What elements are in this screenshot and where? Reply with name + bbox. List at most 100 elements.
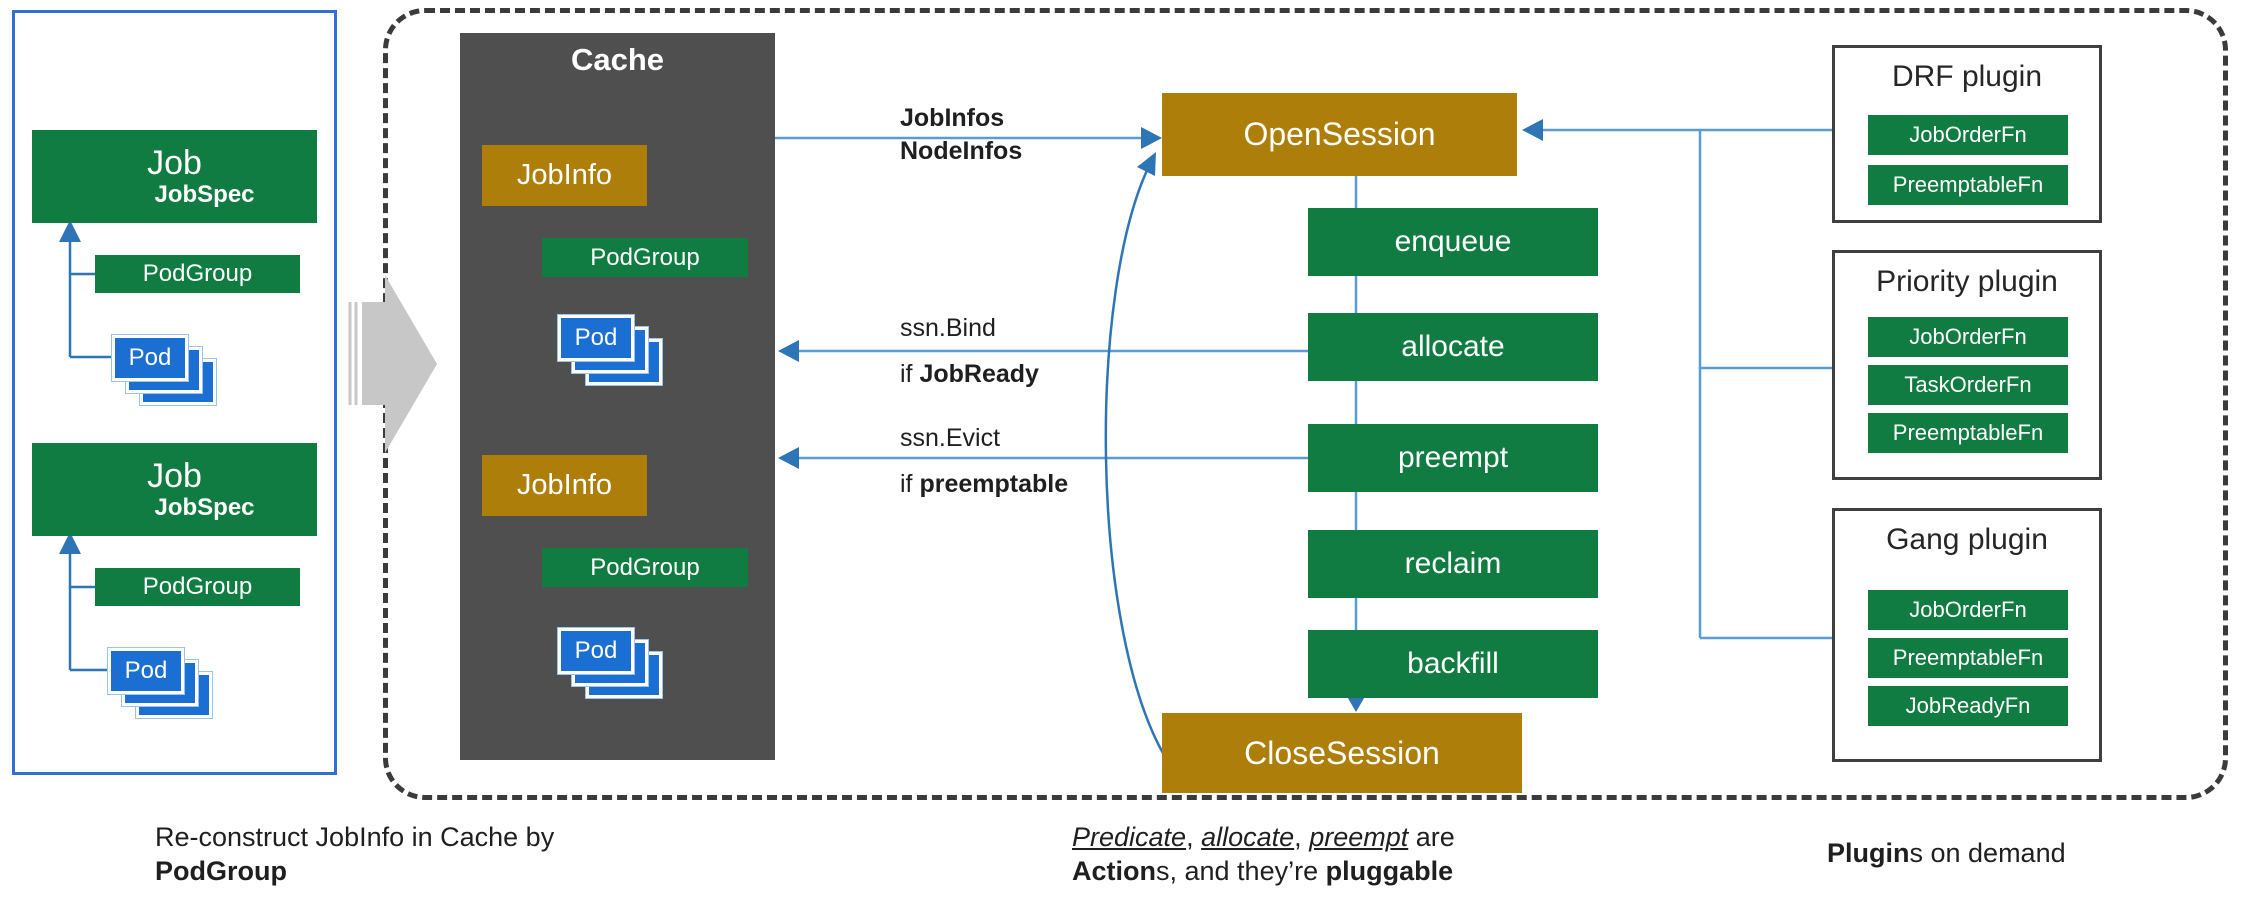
plugin-bold: Plugin	[1827, 838, 1910, 868]
plugin-title: DRF plugin	[1891, 60, 2043, 93]
job1-up-arrowhead-icon	[59, 220, 81, 242]
plugin-fn-label: TaskOrderFn	[1904, 372, 2032, 397]
plugins-arrowhead-icon	[1522, 119, 1543, 141]
separator: ,	[1294, 822, 1310, 852]
session-loop-arrowhead-icon	[1137, 152, 1156, 176]
ssn-evict-condition: if preemptable	[900, 468, 1068, 501]
plugin-fn-label: JobOrderFn	[1909, 324, 2027, 349]
action-label: backfill	[1407, 647, 1499, 680]
jobinfos-nodeinfos-label: JobInfos NodeInfos	[900, 102, 1022, 168]
podgroup-label: PodGroup	[590, 553, 700, 581]
job-title: Job	[147, 143, 202, 182]
ssn-bind-arrowhead-icon	[778, 340, 799, 362]
close-session-box: CloseSession	[1162, 713, 1522, 793]
jobspec-label: JobSpec	[154, 494, 255, 521]
plugin-fn-label: PreemptableFn	[1892, 420, 2044, 445]
on-demand-text: s on demand	[1909, 838, 2066, 868]
plugin-fn-chip: JobOrderFn	[1868, 317, 2068, 357]
jobinfos-line: JobInfos	[900, 104, 1005, 132]
jobspec-label: JobSpec	[154, 181, 255, 208]
cache-title: Cache	[570, 42, 665, 77]
jobinfo-box-2: JobInfo	[482, 455, 647, 516]
plugin-box-drf: DRF plugin JobOrderFn PreemptableFn	[1832, 45, 2102, 223]
pod-box: Pod	[107, 647, 185, 695]
plugin-fn-chip: TaskOrderFn	[1868, 365, 2068, 405]
action-box-enqueue: enqueue	[1308, 208, 1598, 276]
open-session-box: OpenSession	[1162, 93, 1517, 176]
job-title: Job	[147, 456, 202, 495]
close-session-label: CloseSession	[1244, 734, 1440, 771]
predicate-italic: Predicate	[1072, 822, 1187, 852]
if-prefix: if	[900, 470, 920, 498]
job2-tree-connector	[68, 540, 108, 672]
pod-box: Pod	[557, 314, 635, 362]
caption-center-line2: Actions, and they’re pluggable	[1072, 854, 1455, 888]
open-session-label: OpenSession	[1243, 116, 1436, 152]
cache-pod-stack-1: Pod	[557, 314, 692, 409]
caption-right: Plugins on demand	[1827, 836, 2066, 870]
pod-box: Pod	[557, 627, 635, 675]
plugin-fn-chip: PreemptableFn	[1868, 165, 2068, 205]
action-box-preempt: preempt	[1308, 424, 1598, 492]
separator: ,	[1186, 822, 1202, 852]
cache-podgroup-box-2: PodGroup	[542, 548, 748, 587]
cache-pod-stack-2: Pod	[557, 627, 692, 722]
ssn-evict-label: ssn.Evict	[900, 424, 1001, 452]
job-box-2: Job JobSpec	[32, 443, 317, 536]
plugin-title: Priority plugin	[1876, 265, 2058, 298]
plugin-fn-chip: JobReadyFn	[1868, 686, 2068, 726]
action-label: reclaim	[1404, 547, 1502, 580]
ssn-bind-label: ssn.Bind	[900, 314, 996, 342]
block-arrow-right-icon	[348, 275, 437, 453]
caption-center: Predicate, allocate, preempt are Actions…	[1072, 820, 1455, 888]
podgroup-label: PodGroup	[142, 573, 253, 600]
action-box-backfill: backfill	[1308, 630, 1598, 698]
plugin-fn-label: JobOrderFn	[1909, 597, 2027, 622]
podgroup-label: PodGroup	[142, 260, 253, 287]
plugin-fn-chip: PreemptableFn	[1868, 413, 2068, 453]
nodeinfos-line: NodeInfos	[900, 137, 1023, 165]
plugin-fn-chip: JobOrderFn	[1868, 590, 2068, 630]
if-prefix: if	[900, 360, 920, 388]
pod-stack-1: Pod	[111, 334, 246, 429]
caption-left-line2: PodGroup	[155, 856, 287, 886]
jobready-bold: JobReady	[919, 360, 1039, 388]
plugin-box-priority: Priority plugin JobOrderFn TaskOrderFn P…	[1832, 250, 2102, 480]
action-label: preempt	[1397, 441, 1509, 474]
pod-label: Pod	[124, 657, 168, 684]
pod-box: Pod	[111, 334, 189, 382]
plugin-fn-chip: JobOrderFn	[1868, 115, 2068, 155]
jobinfo-label: JobInfo	[516, 469, 613, 501]
plugin-fn-label: PreemptableFn	[1892, 645, 2044, 670]
action-box-allocate: allocate	[1308, 313, 1598, 381]
pluggable-bold: pluggable	[1325, 856, 1454, 886]
job-box-1: Job JobSpec	[32, 130, 317, 223]
pod-label: Pod	[574, 324, 618, 351]
action-bold: Action	[1072, 856, 1156, 886]
pod-stack-2: Pod	[107, 647, 242, 742]
plugin-title: Gang plugin	[1886, 523, 2048, 556]
podgroup-box-1: PodGroup	[95, 255, 300, 293]
caption-center-line1: Predicate, allocate, preempt are	[1072, 820, 1455, 854]
api-objects-panel	[12, 10, 337, 775]
jobinfos-arrowhead-icon	[1141, 127, 1162, 149]
mid-text: s, and they’re	[1156, 856, 1326, 886]
jobinfo-label: JobInfo	[516, 159, 613, 191]
action-box-reclaim: reclaim	[1308, 530, 1598, 598]
caption-left: Re-construct JobInfo in Cache by PodGrou…	[155, 820, 554, 888]
podgroup-box-2: PodGroup	[95, 568, 300, 606]
caption-left-line1: Re-construct JobInfo in Cache by	[155, 822, 555, 852]
job2-up-arrowhead-icon	[59, 532, 81, 554]
action-label: allocate	[1401, 330, 1505, 363]
plugin-box-gang: Gang plugin JobOrderFn PreemptableFn Job…	[1832, 508, 2102, 762]
session-loop-curve	[1104, 163, 1166, 756]
job1-tree-connector	[68, 228, 112, 359]
are-text: are	[1408, 822, 1455, 852]
plugin-fn-label: PreemptableFn	[1892, 172, 2044, 197]
pod-label: Pod	[128, 344, 172, 371]
plugin-fn-label: JobReadyFn	[1905, 693, 2031, 718]
plugin-fn-chip: PreemptableFn	[1868, 638, 2068, 678]
action-label: enqueue	[1394, 225, 1512, 258]
plugin-fn-label: JobOrderFn	[1909, 122, 2027, 147]
